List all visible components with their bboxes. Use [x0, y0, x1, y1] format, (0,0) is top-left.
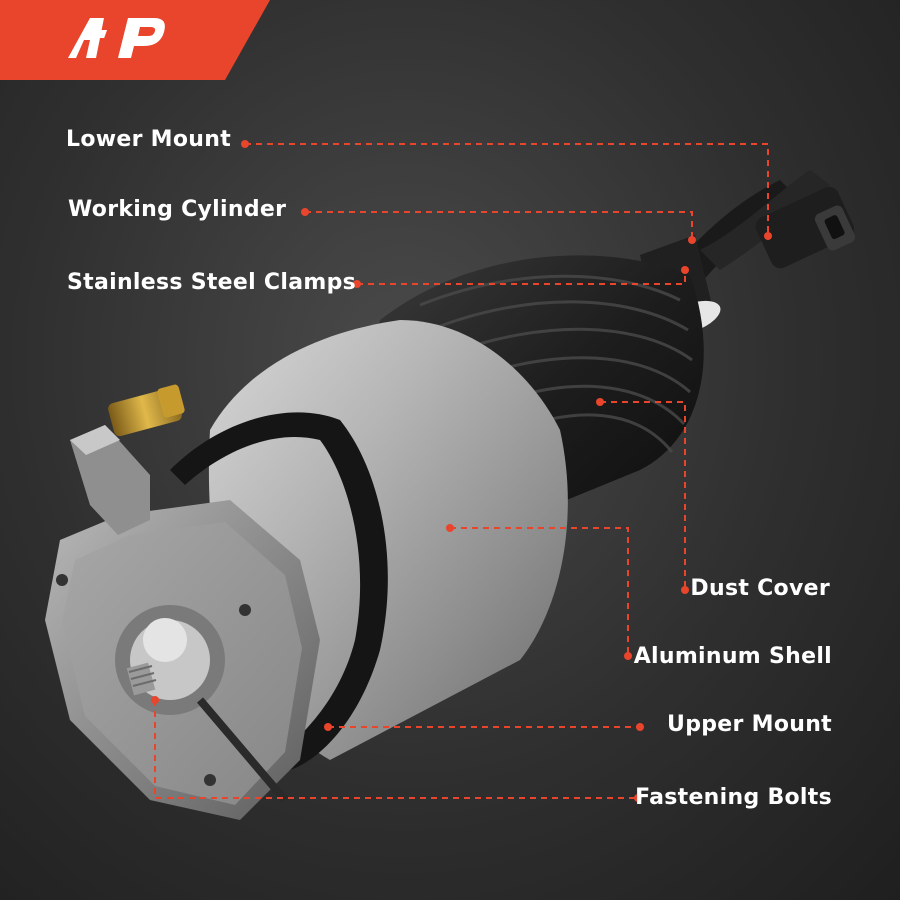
valve-bracket: [70, 425, 150, 535]
callout-fastening-bolts: Fastening Bolts: [635, 785, 832, 810]
brand-logo: [0, 0, 270, 80]
leader-dots: [151, 140, 772, 802]
callout-lower-mount: Lower Mount: [66, 127, 232, 152]
callout-dust-cover: Dust Cover: [690, 576, 830, 601]
callout-aluminum-shell: Aluminum Shell: [633, 644, 832, 669]
upper-mount-plate: [45, 500, 320, 820]
callout-upper-mount: Upper Mount: [667, 712, 832, 737]
brass-air-fitting: [108, 384, 185, 437]
callout-working-cylinder: Working Cylinder: [68, 197, 287, 222]
leader-lines: [154, 143, 769, 799]
callout-stainless-steel-clamps: Stainless Steel Clamps: [67, 270, 357, 295]
fastening-bolt: [126, 662, 157, 696]
